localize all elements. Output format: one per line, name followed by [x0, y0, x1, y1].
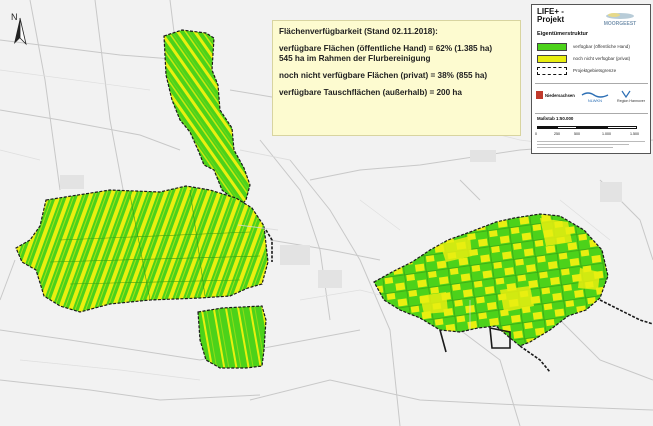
info-line-public-text: verfügbare Flächen (öffentliche Hand) = … — [279, 44, 493, 53]
scale-seg-1 — [537, 126, 557, 129]
logo-nlwkn: NLWKN — [588, 98, 602, 103]
private-parcels-east — [420, 218, 600, 314]
legend-scale-label: Maßstab 1:50.000 — [537, 116, 574, 121]
scale-seg-2 — [557, 126, 577, 129]
region-hannover-logo-icon: Region Hannover — [617, 90, 646, 103]
map-legend: LIFE+ - Projekt MOORGEEST Eigentümerstru… — [531, 4, 651, 154]
niedersachsen-crest-icon — [536, 91, 543, 99]
area-south — [197, 305, 267, 369]
legend-subtitle: Eigentümerstruktur — [537, 31, 589, 37]
scale-tick-1: 250 — [554, 132, 560, 136]
scale-tick-3: 1.000 — [602, 132, 611, 136]
legend-label-public: verfügbar (öffentliche Hand) — [573, 44, 630, 49]
nlwkn-wave-icon: NLWKN — [581, 92, 609, 103]
info-line-public: verfügbare Flächen (öffentliche Hand) = … — [279, 44, 514, 64]
legend-logo-text: MOORGEEST — [604, 21, 637, 27]
legend-swatch-boundary — [537, 67, 567, 75]
scale-tick-0: 0 — [535, 132, 537, 136]
area-north-corridor — [163, 29, 251, 212]
moorgeest-logo-icon: MOORGEEST — [604, 13, 637, 27]
info-line-reallocation-text: 545 ha im Rahmen der Flurbereinigung — [279, 54, 431, 63]
project-boundary-extensions — [265, 229, 653, 373]
logo-region-hannover: Region Hannover — [617, 99, 646, 103]
road-overlay — [237, 149, 471, 330]
legend-logos: Niedersachsen NLWKN Region Hannover — [536, 89, 648, 109]
availability-info-box: Flächenverfügbarkeit (Stand 02.11.2018):… — [272, 20, 521, 136]
scale-tick-2: 500 — [574, 132, 580, 136]
info-line-exchange: verfügbare Tauschflächen (außerhalb) = 2… — [279, 88, 462, 97]
legend-divider-2 — [535, 113, 648, 114]
info-title: Flächenverfügbarkeit (Stand 02.11.2018): — [279, 27, 438, 36]
legend-label-private: noch nicht verfügbar (privat) — [573, 56, 631, 61]
legend-item-public: verfügbar (öffentliche Hand) — [537, 43, 647, 52]
scale-tick-4: 1.500 — [630, 132, 639, 136]
settlement-blocks — [60, 150, 622, 288]
legend-fine-print — [537, 141, 645, 151]
north-label: N — [11, 12, 18, 22]
field-lines-west — [49, 189, 261, 301]
scale-seg-3 — [577, 126, 607, 129]
legend-scale-bar — [537, 126, 637, 131]
legend-swatch-private — [537, 55, 567, 63]
legend-title: LIFE+ - Projekt — [537, 7, 565, 24]
legend-label-boundary: Projektgebietsgrenze — [573, 68, 617, 73]
scale-seg-4 — [607, 126, 637, 129]
legend-divider — [535, 83, 648, 84]
north-arrow-icon — [14, 17, 27, 46]
area-west — [15, 185, 269, 313]
info-line-private: noch nicht verfügbare Flächen (privat) =… — [279, 71, 488, 80]
legend-swatch-public — [537, 43, 567, 51]
logo-niedersachsen: Niedersachsen — [545, 93, 575, 98]
legend-item-private: noch nicht verfügbar (privat) — [537, 55, 647, 64]
legend-item-boundary: Projektgebietsgrenze — [537, 67, 647, 76]
